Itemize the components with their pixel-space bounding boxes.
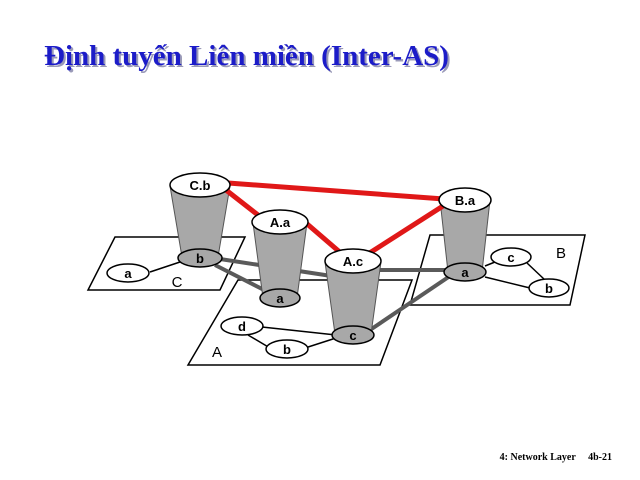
as-label-b: B <box>556 245 566 262</box>
as-label-c: C <box>172 274 183 291</box>
gateway-top-a-c <box>324 248 382 274</box>
router-label-a-c: c <box>349 328 356 343</box>
link-b-c-b-b <box>526 262 546 281</box>
router-label-c-a: a <box>124 266 132 281</box>
gateway-top-b-a <box>438 187 492 213</box>
router-label-c-b: b <box>196 251 204 266</box>
router-label-b-b: b <box>545 281 553 296</box>
link-a-b-a-c <box>304 337 337 349</box>
router-b-a <box>443 262 487 282</box>
router-label-a-d: d <box>238 319 246 334</box>
router-a-d <box>220 316 264 336</box>
gateway-label-c-b: C.b <box>190 178 211 193</box>
router-c-a <box>106 263 150 283</box>
footer-course: 4: Network Layer <box>499 452 576 463</box>
router-b-b <box>528 278 570 298</box>
link-c-b-a-a <box>214 263 269 294</box>
gateway-label-a-c: A.c <box>343 254 363 269</box>
link-b-a-b-c <box>484 261 496 267</box>
router-a-a <box>259 288 301 308</box>
router-label-b-a: a <box>461 265 469 280</box>
router-a-c <box>331 325 375 345</box>
as-c-plane <box>86 236 247 291</box>
slide-title: Định tuyến Liên miền (Inter-AS) <box>44 40 449 72</box>
inter-as-link-cb-aa <box>224 188 260 217</box>
router-c-b <box>177 248 223 268</box>
link-a-d-a-c <box>261 326 337 336</box>
router-a-b <box>265 339 309 359</box>
gateway-label-a-a: A.a <box>270 215 291 230</box>
footer-page-number: 4b-21 <box>588 452 612 463</box>
gateway-label-b-a: B.a <box>455 193 476 208</box>
inter-as-link-cb-ba <box>227 180 445 202</box>
link-b-a-b-b <box>484 276 531 289</box>
router-label-a-b: b <box>283 342 291 357</box>
slide-footer: 4: Network Layer 4b-21 <box>500 452 612 463</box>
router-label-b-c: c <box>507 250 514 265</box>
link-a-c-lower-b-a <box>368 274 452 332</box>
router-b-c <box>490 247 532 267</box>
inter-as-link-aa-ac <box>304 221 344 256</box>
gateway-top-c-b <box>169 172 231 198</box>
router-label-a-a: a <box>276 291 284 306</box>
as-label-a: A <box>212 344 222 361</box>
gateway-top-a-a <box>251 209 309 235</box>
inter-as-link-ac-ba <box>366 203 445 257</box>
